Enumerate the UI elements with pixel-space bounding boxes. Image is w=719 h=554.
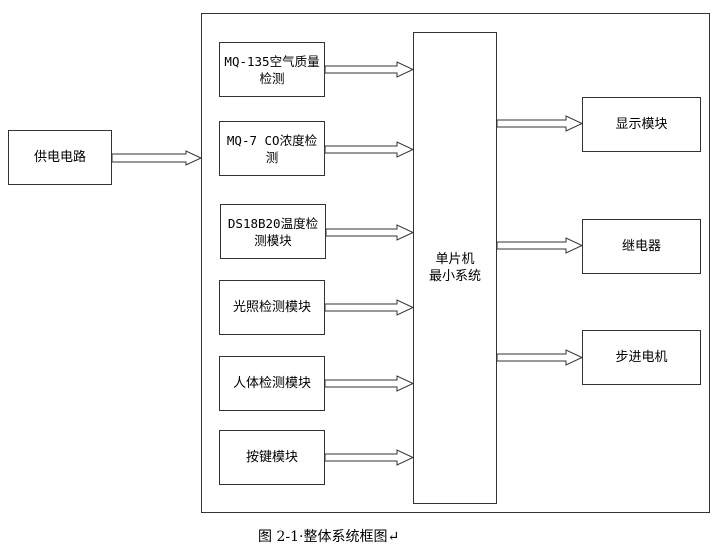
input-block-air-quality: MQ-135空气质量 检测 [219,42,325,97]
input-label: 光照检测模块 [232,300,311,315]
input-label: 测模块 [254,232,292,248]
mcu-label-line-1: 单片机 [435,252,475,267]
arrow-co-to-mcu [324,141,415,158]
input-label: 测 [265,149,279,165]
input-block-co: MQ-7 CO浓度检 测 [219,121,325,176]
system-boundary [201,13,710,513]
output-label: 步进电机 [615,350,668,365]
arrow-keys-to-mcu [324,449,415,466]
figure-caption: 图 2-1·整体系统框图↵ [258,529,400,545]
input-block-light: 光照检测模块 [219,280,325,335]
output-block-relay: 继电器 [582,219,701,274]
arrow-light-to-mcu [324,299,415,316]
mcu-label-line-2: 最小系统 [428,269,481,284]
arrow-mcu-to-relay [496,237,584,254]
power-supply-block: 供电电路 [8,130,112,185]
input-label: 人体检测模块 [232,376,311,391]
input-label: 按键模块 [245,450,298,465]
output-block-display: 显示模块 [582,97,701,152]
power-supply-label: 供电电路 [33,150,86,165]
arrow-air-quality-to-mcu [324,61,415,78]
input-block-keys: 按键模块 [219,430,325,485]
input-block-temperature: DS18B20温度检 测模块 [220,204,326,259]
output-label: 显示模块 [615,117,668,132]
input-label: 检测 [259,70,285,86]
output-block-stepper: 步进电机 [582,330,701,385]
input-label: DS18B20温度检 [227,215,319,231]
arrow-power-to-system [111,150,203,166]
input-label: MQ-7 CO浓度检 [226,132,318,148]
arrow-human-to-mcu [324,375,415,392]
input-block-human: 人体检测模块 [219,356,325,411]
output-label: 继电器 [621,239,661,254]
arrow-mcu-to-stepper [496,349,584,366]
mcu-block: 单片机 最小系统 [413,32,497,504]
arrow-mcu-to-display [496,115,584,132]
input-label: MQ-135空气质量 [224,53,320,69]
arrow-temperature-to-mcu [325,224,415,241]
